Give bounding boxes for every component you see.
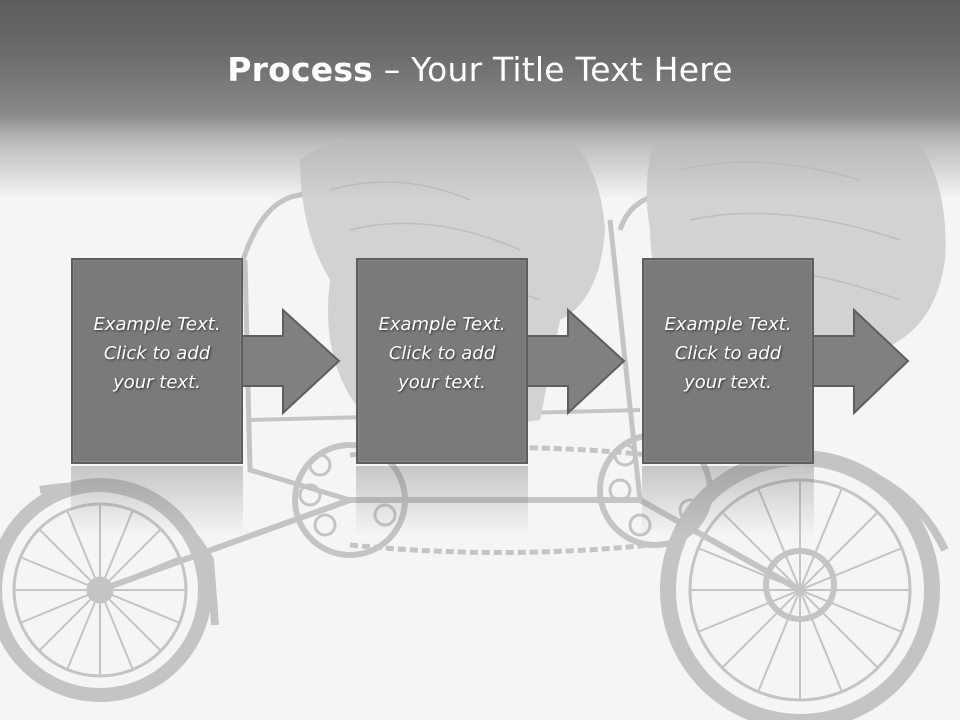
- title-rest: – Your Title Text Here: [373, 50, 733, 89]
- step-2-reflection: [356, 466, 528, 536]
- step-3-reflection: [642, 466, 814, 536]
- step-2-text[interactable]: Example Text. Click to add your text.: [378, 314, 506, 393]
- title-bold: Process: [227, 50, 374, 89]
- step-1-box[interactable]: [71, 258, 243, 464]
- step-1-text[interactable]: Example Text. Click to add your text.: [93, 314, 221, 393]
- step-2-box[interactable]: [356, 258, 528, 464]
- step-3-text[interactable]: Example Text. Click to add your text.: [664, 314, 792, 393]
- step-1-reflection: [71, 466, 243, 536]
- slide-title[interactable]: Process – Your Title Text Here: [0, 50, 960, 89]
- step-3-box[interactable]: [642, 258, 814, 464]
- title-bar: [0, 0, 960, 200]
